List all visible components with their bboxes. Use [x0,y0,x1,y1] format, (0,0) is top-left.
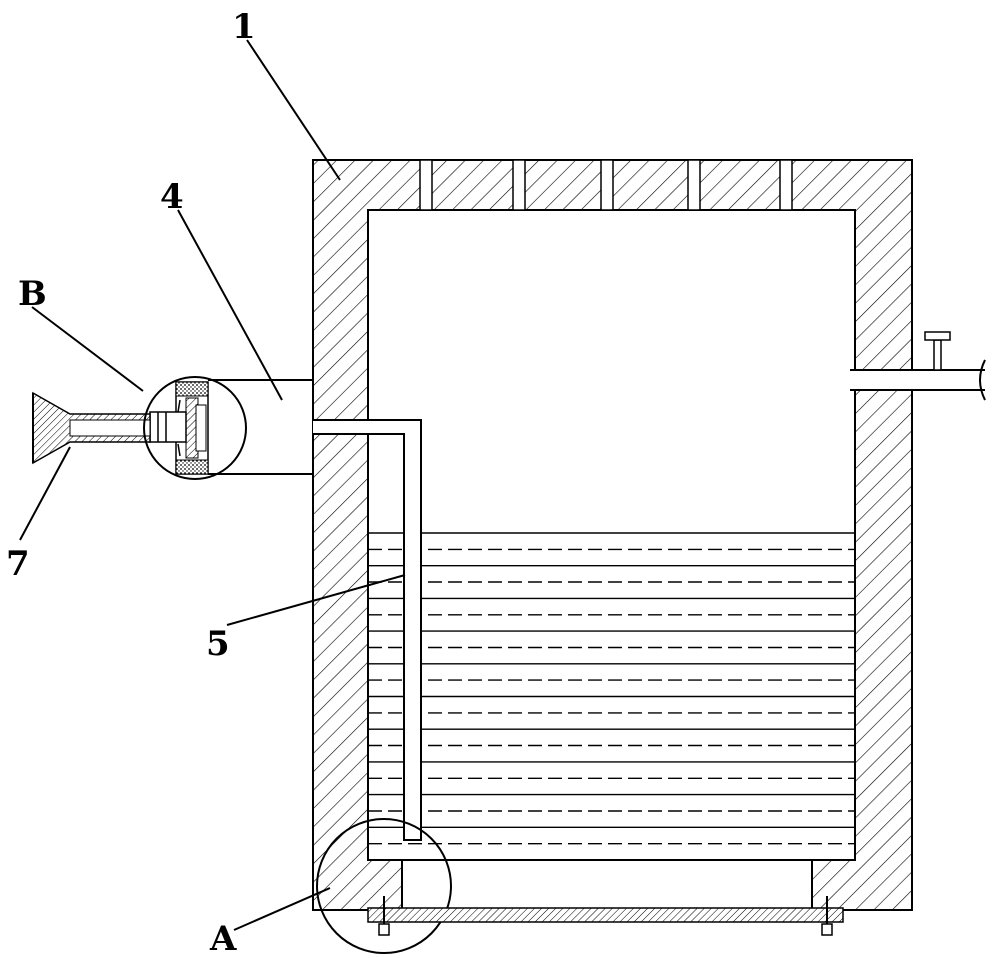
top-vents [419,159,793,211]
leader-1 [246,39,341,181]
leader-5 [226,574,406,626]
inner-tube [313,419,422,841]
bottom-cavity [402,860,812,910]
nozzle-block [208,379,313,475]
label-housing: 1 [232,7,256,47]
label-nozzle-block: 4 [160,177,184,217]
leader-4 [177,209,283,401]
bolt-left-icon [378,896,390,936]
connector-assembly [149,381,209,475]
leader-b [31,306,144,392]
leader-lines [19,39,406,931]
liquid-layers [368,532,855,845]
label-inner-tube: 5 [206,624,230,664]
leader-a [233,887,331,931]
funnel [32,391,151,465]
label-funnel: 7 [6,544,30,584]
label-detail-b: B [18,274,47,314]
housing-wall [312,159,913,911]
outlet-pipe [850,331,990,401]
label-detail-a: A [209,919,237,958]
detail-circle-b [143,376,247,480]
bolt-right-icon [821,896,833,936]
detail-circle-a [316,818,452,954]
bottom-plate [367,896,844,936]
valve-icon [924,331,951,371]
leader-7 [19,446,71,541]
